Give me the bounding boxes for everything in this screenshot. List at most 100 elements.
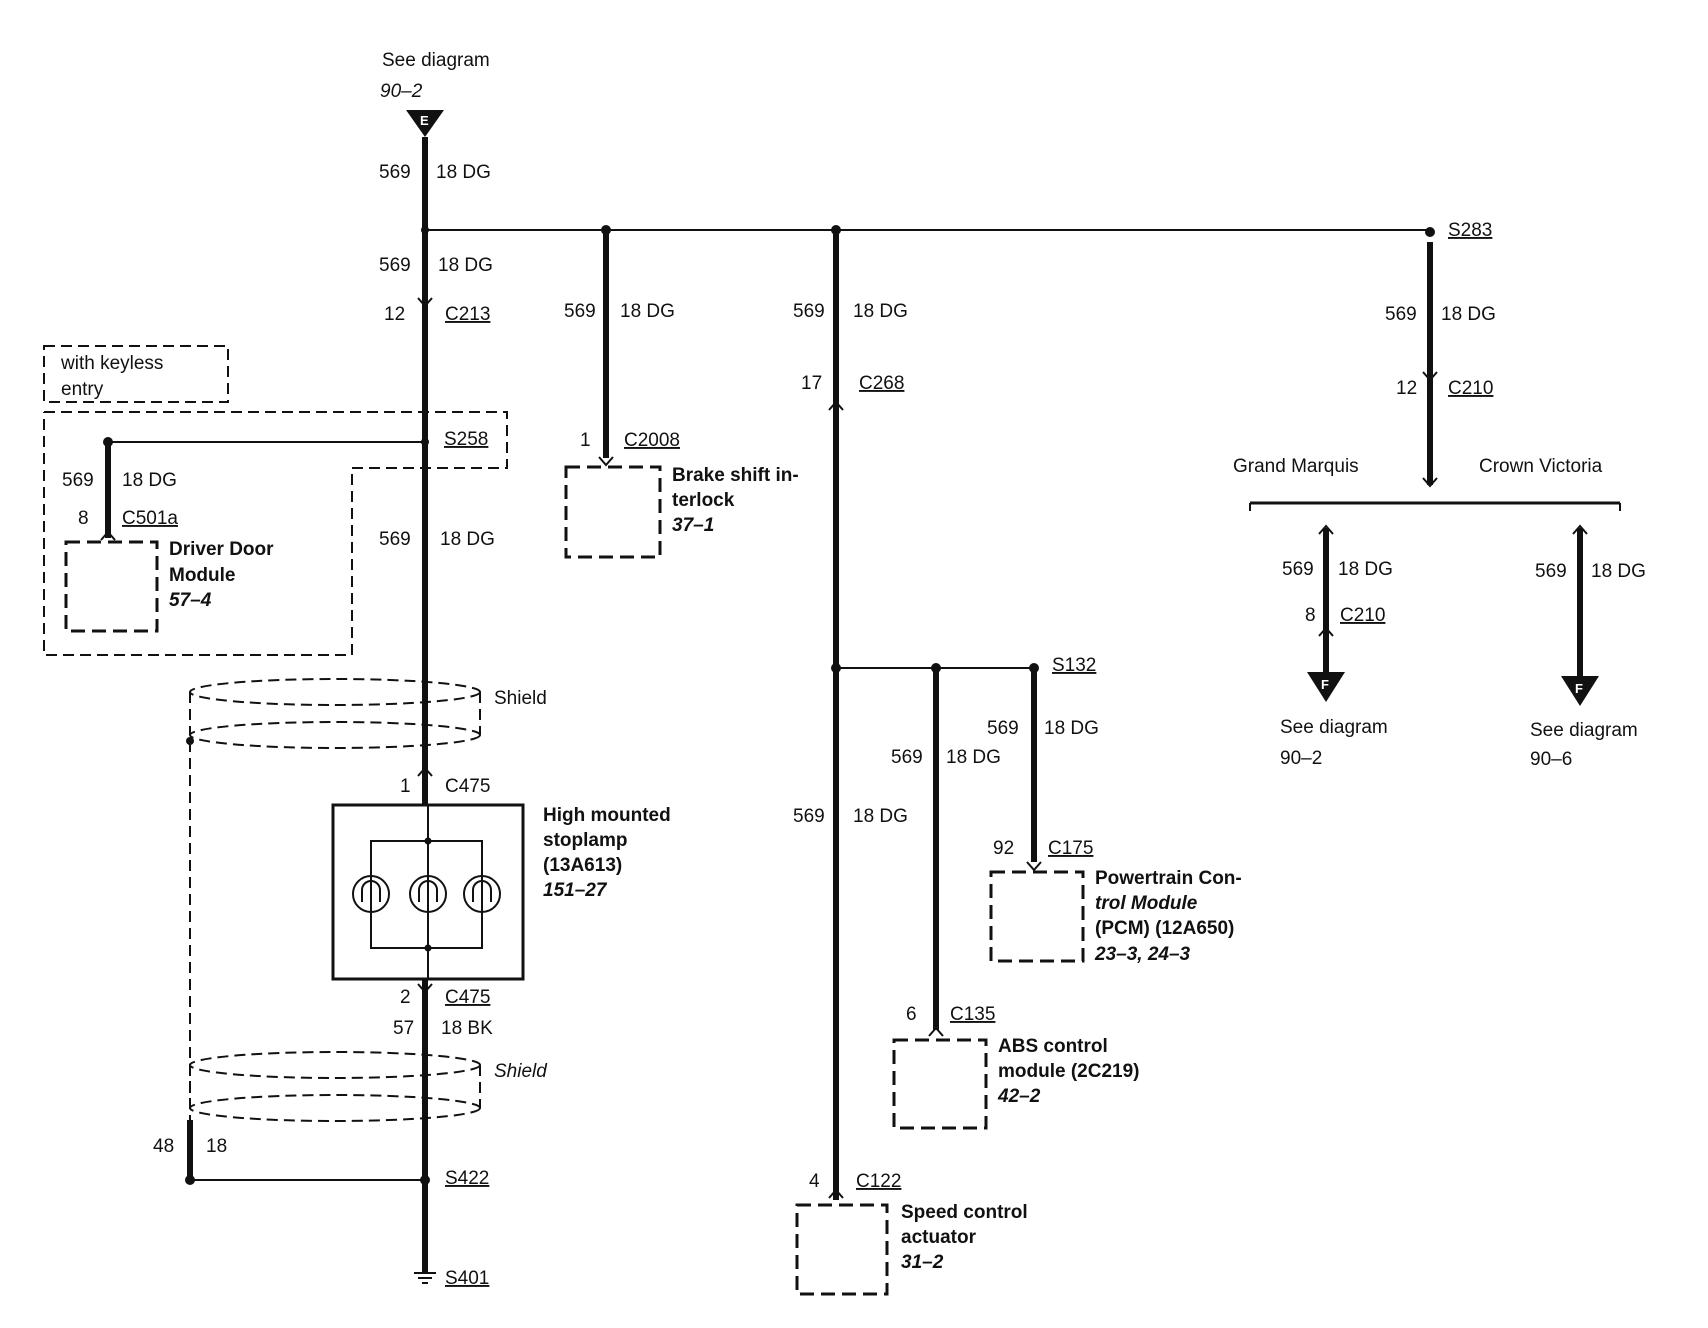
c501a-connector-mark bbox=[100, 530, 116, 541]
s283-wire-circuit: 569 bbox=[1385, 304, 1417, 325]
s283-wire-gauge: 18 DG bbox=[1441, 304, 1496, 325]
c475-top-connector-mark bbox=[417, 766, 433, 777]
splice-s283-dot bbox=[1425, 227, 1435, 237]
c213-pin: 12 bbox=[384, 304, 405, 325]
cv-ref-f-letter: F bbox=[1575, 681, 1583, 696]
connector-ref-e-triangle bbox=[406, 110, 444, 137]
bulb-3-filament-icon bbox=[472, 880, 492, 902]
c210-top-connector-mark bbox=[1422, 371, 1438, 382]
abs-name-line-2: module (2C219) bbox=[998, 1061, 1139, 1082]
shield-2-label: Shield bbox=[494, 1061, 548, 1082]
shield-2-top-ellipse bbox=[189, 1051, 481, 1079]
c475-top-label: C475 bbox=[445, 776, 490, 797]
bk-wire-gauge: 18 BK bbox=[441, 1018, 493, 1039]
top-diagram-number: 90–2 bbox=[380, 81, 423, 102]
stoplamp-bottom-node bbox=[424, 944, 432, 952]
keyless-note-line-1: with keyless bbox=[60, 353, 163, 374]
grand-marquis-label: Grand Marquis bbox=[1233, 456, 1359, 477]
shield-drain-circuit: 48 bbox=[153, 1136, 174, 1157]
gm-ref-f-letter: F bbox=[1321, 677, 1329, 692]
main-wire-gauge-1: 18 DG bbox=[436, 162, 491, 183]
bk-wire-circuit: 57 bbox=[393, 1018, 414, 1039]
bsi-wire-gauge: 18 DG bbox=[620, 301, 675, 322]
c2008-pin: 1 bbox=[580, 430, 591, 451]
bulb-1-icon bbox=[352, 875, 390, 913]
c135-pin: 6 bbox=[906, 1004, 917, 1025]
c175-pin: 92 bbox=[993, 838, 1014, 859]
s422-left-dot bbox=[185, 1175, 195, 1185]
c268-wire-circuit: 569 bbox=[793, 301, 825, 322]
ddm-name-line-1: Driver Door bbox=[169, 539, 274, 560]
main-wire-circuit-3: 569 bbox=[379, 529, 411, 550]
pcm-name-line-3: (PCM) (12A650) bbox=[1095, 918, 1234, 939]
c122-label: C122 bbox=[856, 1171, 901, 1192]
c268-pin: 17 bbox=[801, 373, 822, 394]
pcm-wire-gauge: 18 DG bbox=[1044, 718, 1099, 739]
c210-top-pin: 12 bbox=[1396, 378, 1417, 399]
main-wire-gauge-2: 18 DG bbox=[438, 255, 493, 276]
ddm-name-line-2: Module bbox=[169, 565, 236, 586]
shield-2-bottom-ellipse bbox=[189, 1094, 481, 1122]
stoplamp-name-line-2: stoplamp bbox=[543, 830, 627, 851]
ground-icon bbox=[414, 1272, 436, 1284]
shield-drain-gauge: 18 bbox=[206, 1136, 227, 1157]
gm-diagram-number: 90–2 bbox=[1280, 748, 1322, 769]
brake-shift-interlock-box bbox=[564, 465, 662, 559]
s401-label: S401 bbox=[445, 1268, 489, 1289]
main-wire-gauge-3: 18 DG bbox=[440, 529, 495, 550]
s283-label: S283 bbox=[1448, 220, 1492, 241]
crown-victoria-label: Crown Victoria bbox=[1479, 456, 1603, 477]
c475-top-pin: 1 bbox=[400, 776, 411, 797]
s132-label: S132 bbox=[1052, 655, 1096, 676]
c501a-pin: 8 bbox=[78, 508, 89, 529]
ddm-wire-circuit: 569 bbox=[62, 470, 94, 491]
bulb-2-filament-icon bbox=[418, 880, 438, 902]
sca-name-line-1: Speed control bbox=[901, 1202, 1028, 1223]
c268-connector-mark bbox=[828, 400, 844, 411]
shield-1-label: Shield bbox=[494, 688, 547, 709]
cv-wire-top-mark bbox=[1572, 524, 1588, 535]
pcm-wire-circuit: 569 bbox=[987, 718, 1019, 739]
keyless-note-line-2: entry bbox=[61, 379, 104, 400]
sca-ref: 31–2 bbox=[901, 1252, 944, 1273]
c210-gm-label: C210 bbox=[1340, 605, 1385, 626]
c210-top-label: C210 bbox=[1448, 378, 1493, 399]
pcm-box bbox=[989, 870, 1085, 963]
c268-wire-gauge: 18 DG bbox=[853, 301, 908, 322]
c175-label: C175 bbox=[1048, 838, 1093, 859]
c122-pin: 4 bbox=[809, 1171, 820, 1192]
c268-label: C268 bbox=[859, 373, 904, 394]
bulb-2-icon bbox=[409, 875, 447, 913]
cv-wire-gauge: 18 DG bbox=[1591, 561, 1646, 582]
s258-label: S258 bbox=[444, 429, 488, 450]
stoplamp-ref: 151–27 bbox=[543, 880, 608, 901]
sca-wire-gauge: 18 DG bbox=[853, 806, 908, 827]
connector-ref-e-letter: E bbox=[420, 113, 429, 128]
ddm-ref: 57–4 bbox=[169, 590, 212, 611]
stoplamp-top-node bbox=[424, 837, 432, 845]
sca-name-line-2: actuator bbox=[901, 1227, 977, 1248]
cv-ref-f-triangle bbox=[1561, 676, 1599, 706]
shield-1-top-ellipse bbox=[189, 678, 481, 706]
top-see-diagram: See diagram bbox=[382, 50, 490, 71]
s422-label: S422 bbox=[445, 1168, 489, 1189]
c501a-label: C501a bbox=[122, 508, 178, 529]
bsi-name-line-2: terlock bbox=[672, 490, 735, 511]
pcm-ref: 23–3, 24–3 bbox=[1094, 944, 1191, 965]
gm-see-diagram: See diagram bbox=[1280, 717, 1388, 738]
speed-control-actuator-box bbox=[795, 1203, 889, 1296]
driver-door-module-box bbox=[64, 540, 159, 633]
c210-gm-pin: 8 bbox=[1305, 605, 1316, 626]
bulb-3-icon bbox=[463, 875, 501, 913]
gm-wire-gauge: 18 DG bbox=[1338, 559, 1393, 580]
keyless-region-outline bbox=[43, 411, 508, 656]
abs-name-line-1: ABS control bbox=[998, 1036, 1108, 1057]
bsi-wire-circuit: 569 bbox=[564, 301, 596, 322]
c475-bottom-label: C475 bbox=[445, 987, 490, 1008]
abs-ref: 42–2 bbox=[997, 1086, 1041, 1107]
s283-wire-arrow bbox=[1422, 477, 1438, 488]
gm-ref-f-triangle bbox=[1307, 672, 1345, 702]
gm-wire-circuit: 569 bbox=[1282, 559, 1314, 580]
keyless-note-box bbox=[43, 345, 229, 403]
c475-bottom-connector-mark bbox=[417, 983, 433, 994]
